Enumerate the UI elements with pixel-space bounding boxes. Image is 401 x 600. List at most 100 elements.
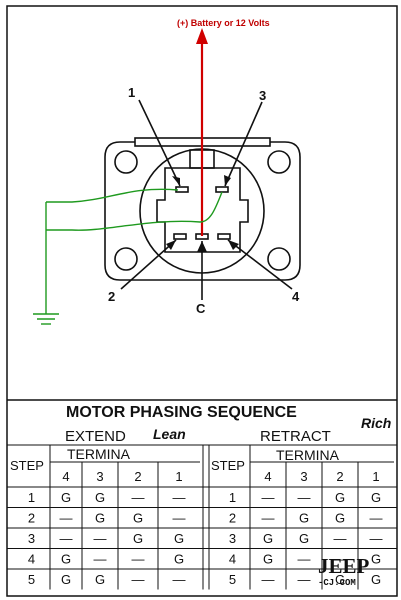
ground-wires bbox=[33, 188, 223, 325]
mounting-hole-top-right bbox=[267, 150, 291, 174]
socket-shell bbox=[156, 167, 249, 253]
column-header-left-3: 3 bbox=[96, 469, 103, 484]
rich-note: Rich bbox=[361, 415, 391, 431]
terminal-header-right: TERMINA bbox=[276, 447, 340, 463]
table-cell-left: G bbox=[61, 490, 71, 505]
pin-3-label: 3 bbox=[259, 88, 266, 103]
table-cell-left: G bbox=[133, 531, 143, 546]
arrow-pin-3 bbox=[224, 175, 231, 186]
ground-wire-pin-1 bbox=[46, 188, 179, 203]
step-number-left: 2 bbox=[28, 511, 35, 526]
table-cell-right: G bbox=[335, 572, 345, 587]
pin-2-label: 2 bbox=[108, 289, 115, 304]
leader-pin-1 bbox=[138, 99, 181, 187]
table-cell-left: — bbox=[173, 511, 186, 526]
table-grid bbox=[6, 444, 397, 590]
table-cell-left: G bbox=[61, 552, 71, 567]
column-header-right-4: 4 bbox=[264, 469, 271, 484]
column-header-left-1: 1 bbox=[175, 469, 182, 484]
table-cell-left: — bbox=[60, 531, 73, 546]
pin-c-label: C bbox=[196, 301, 206, 316]
table-cell-left: G bbox=[95, 490, 105, 505]
supply-arrow-icon bbox=[196, 28, 208, 44]
table-cell-right: G bbox=[335, 511, 345, 526]
table-cell-left: — bbox=[132, 552, 145, 567]
step-number-right: 2 bbox=[229, 511, 236, 526]
extend-header: EXTEND bbox=[65, 428, 126, 445]
table-cell-left: — bbox=[173, 490, 186, 505]
table-cell-left: — bbox=[132, 572, 145, 587]
watermark-logo: JEEP bbox=[318, 554, 370, 578]
pin-4-label: 4 bbox=[292, 289, 300, 304]
retract-header: RETRACT bbox=[260, 428, 331, 445]
terminal-3 bbox=[215, 186, 229, 193]
arrow-pin-4 bbox=[228, 240, 239, 250]
column-header-right-1: 1 bbox=[372, 469, 379, 484]
step-number-right: 4 bbox=[229, 552, 236, 567]
mounting-hole-bottom-right bbox=[267, 247, 291, 271]
terminal-2 bbox=[173, 233, 187, 240]
supply-label: (+) Battery or 12 Volts bbox=[177, 18, 270, 28]
ground-wire-pin-3 bbox=[46, 191, 223, 231]
pin-1-label: 1 bbox=[128, 85, 135, 100]
arrow-pin-2 bbox=[166, 240, 176, 250]
table-cell-right: G bbox=[263, 552, 273, 567]
table-cell-right: G bbox=[263, 531, 273, 546]
table-cell-left: G bbox=[61, 572, 71, 587]
leader-pin-4 bbox=[227, 239, 293, 290]
table-cell-left: — bbox=[94, 552, 107, 567]
table-cell-left: G bbox=[174, 531, 184, 546]
table-cell-left: G bbox=[174, 552, 184, 567]
table-cell-right: — bbox=[298, 572, 311, 587]
table-cell-right: — bbox=[334, 531, 347, 546]
table-cell-right: — bbox=[262, 490, 275, 505]
jeep-cj-watermark: JEEP -CJ.COM bbox=[318, 554, 370, 588]
table-cell-right: G bbox=[299, 511, 309, 526]
table-cell-left: G bbox=[133, 511, 143, 526]
step-number-left: 4 bbox=[28, 552, 35, 567]
table-cell-right: — bbox=[370, 531, 383, 546]
watermark-domain: -CJ.COM bbox=[318, 578, 356, 588]
lean-note: Lean bbox=[153, 426, 186, 442]
table-cell-right: — bbox=[262, 511, 275, 526]
table-cell-right: — bbox=[298, 552, 311, 567]
table-cell-left: G bbox=[95, 572, 105, 587]
terminal-header-left: TERMINA bbox=[67, 446, 131, 462]
step-number-left: 1 bbox=[28, 490, 35, 505]
step-number-left: 5 bbox=[28, 572, 35, 587]
column-header-left-4: 4 bbox=[62, 469, 69, 484]
leader-pin-2 bbox=[120, 239, 177, 290]
table-cell-left: G bbox=[95, 511, 105, 526]
leader-arrowheads bbox=[166, 175, 239, 252]
motor-phasing-table: MOTOR PHASING SEQUENCE EXTEND RETRACT Le… bbox=[6, 399, 397, 590]
terminal-4 bbox=[217, 233, 231, 240]
column-header-right-2: 2 bbox=[336, 469, 343, 484]
arrow-pin-1 bbox=[172, 176, 180, 186]
table-cell-right: — bbox=[370, 511, 383, 526]
table-cell-right: G bbox=[299, 531, 309, 546]
step-number-right: 1 bbox=[229, 490, 236, 505]
arrow-pin-c bbox=[197, 241, 207, 252]
step-number-right: 5 bbox=[229, 572, 236, 587]
table-cell-right: G bbox=[371, 552, 381, 567]
table-cell-right: — bbox=[262, 572, 275, 587]
step-number-right: 3 bbox=[229, 531, 236, 546]
mounting-hole-top-left bbox=[114, 150, 138, 174]
table-cell-right: G bbox=[371, 490, 381, 505]
column-header-right-3: 3 bbox=[300, 469, 307, 484]
supply-wire bbox=[196, 28, 208, 236]
pin-leaders bbox=[120, 99, 293, 300]
mounting-flange bbox=[104, 141, 301, 281]
table-cell-right: G bbox=[371, 572, 381, 587]
table-cell-left: — bbox=[173, 572, 186, 587]
table-cell-right: — bbox=[334, 552, 347, 567]
leader-pin-3 bbox=[224, 101, 263, 187]
page-border bbox=[6, 5, 398, 597]
step-header-left: STEP bbox=[10, 458, 44, 473]
table-cell-left: — bbox=[60, 511, 73, 526]
step-header-right: STEP bbox=[211, 458, 245, 473]
mounting-hole-bottom-left bbox=[114, 247, 138, 271]
step-number-left: 3 bbox=[28, 531, 35, 546]
